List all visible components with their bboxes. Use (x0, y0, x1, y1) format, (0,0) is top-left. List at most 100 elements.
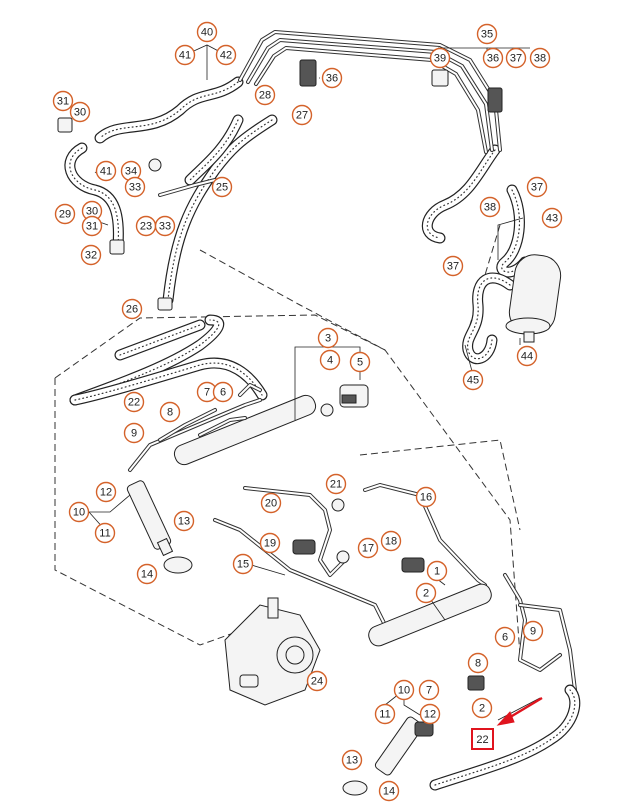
callout-circle (442, 255, 464, 277)
callout-number: 35 (481, 29, 493, 41)
pressure-sensor (320, 384, 369, 417)
callout-number: 30 (86, 206, 98, 218)
callout-14: 14 (378, 780, 400, 802)
callout-13: 13 (173, 510, 195, 532)
callout-32: 32 (80, 244, 102, 266)
callout-circle (482, 47, 504, 69)
callout-number: 36 (326, 73, 338, 85)
callout-number: 37 (447, 261, 459, 273)
callout-number: 8 (475, 658, 481, 670)
callout-22: 22 (123, 391, 145, 413)
return-hose-lower (429, 684, 581, 791)
callout-number: 20 (265, 498, 277, 510)
callout-28: 28 (254, 84, 276, 106)
callout-circle (95, 160, 117, 182)
callout-number: 14 (141, 569, 153, 581)
callout-circle (174, 44, 196, 66)
callout-circle (319, 349, 341, 371)
callout-circle (260, 492, 282, 514)
callout-circle (212, 381, 234, 403)
callout-circle (196, 21, 218, 43)
callout-circle (291, 104, 313, 126)
highlight-label: 22 (476, 734, 488, 746)
callout-3: 3 (317, 327, 339, 349)
callout-39: 39 (429, 47, 451, 69)
callout-number: 13 (346, 755, 358, 767)
callout-number: 22 (128, 397, 140, 409)
callout-number: 38 (484, 202, 496, 214)
callout-number: 11 (379, 709, 390, 721)
fuel-rail-upper (128, 383, 317, 472)
callout-7: 7 (418, 679, 440, 701)
callout-37: 37 (526, 176, 548, 198)
callout-circle (516, 345, 538, 367)
callout-circle (306, 670, 328, 692)
callout-circle (378, 780, 400, 802)
callout-circle (415, 486, 437, 508)
callout-number: 2 (423, 588, 429, 600)
callout-number: 19 (264, 538, 276, 550)
callout-circle (494, 626, 516, 648)
callout-38: 38 (529, 47, 551, 69)
callout-circle (259, 532, 281, 554)
callout-circle (374, 703, 396, 725)
callout-37: 37 (442, 255, 464, 277)
callout-number: 3 (325, 333, 331, 345)
callout-27: 27 (291, 104, 313, 126)
callout-number: 1 (434, 566, 440, 578)
callout-circle (526, 176, 548, 198)
callout-25: 25 (211, 176, 233, 198)
callout-6: 6 (494, 626, 516, 648)
callout-number: 25 (216, 182, 228, 194)
middle-hoses (69, 314, 268, 406)
callout-circle (80, 244, 102, 266)
callout-number: 23 (140, 221, 152, 233)
callout-41: 41 (174, 44, 196, 66)
callout-41: 41 (95, 160, 117, 182)
callout-circle (54, 203, 76, 225)
callout-circle (529, 47, 551, 69)
callout-number: 16 (420, 492, 432, 504)
callout-number: 38 (534, 53, 546, 65)
callout-number: 7 (204, 387, 210, 399)
highlight-arrow (496, 696, 543, 726)
callout-circle (541, 207, 563, 229)
callout-5: 5 (349, 351, 371, 373)
callout-number: 31 (86, 221, 98, 233)
callout-19: 19 (259, 532, 281, 554)
callout-number: 14 (383, 786, 395, 798)
callout-number: 6 (502, 632, 508, 644)
callout-number: 42 (220, 50, 232, 62)
callout-number: 17 (362, 543, 374, 555)
callout-number: 45 (467, 375, 479, 387)
callout-circle (321, 67, 343, 89)
callout-circle (325, 473, 347, 495)
callout-circle (69, 101, 91, 123)
callout-6: 6 (212, 381, 234, 403)
high-pressure-pump (224, 597, 321, 706)
callout-11: 11 (374, 703, 396, 725)
callout-number: 33 (159, 221, 171, 233)
callout-number: 10 (73, 507, 85, 519)
callout-circle (52, 90, 74, 112)
callout-11: 11 (94, 522, 116, 544)
callout-number: 33 (129, 182, 141, 194)
callout-circle (173, 510, 195, 532)
callout-12: 12 (95, 481, 117, 503)
callout-circle (154, 215, 176, 237)
callout-number: 32 (85, 250, 97, 262)
callout-circle (215, 44, 237, 66)
callout-number: 13 (178, 516, 190, 528)
callout-circle (232, 553, 254, 575)
callout-2: 2 (471, 697, 493, 719)
callout-1: 1 (426, 560, 448, 582)
callout-36: 36 (482, 47, 504, 69)
callout-circle (123, 391, 145, 413)
callout-10: 10 (68, 501, 90, 523)
callout-circle (94, 522, 116, 544)
callout-number: 27 (296, 110, 308, 122)
callout-9: 9 (522, 620, 544, 642)
callout-number: 24 (311, 676, 323, 688)
